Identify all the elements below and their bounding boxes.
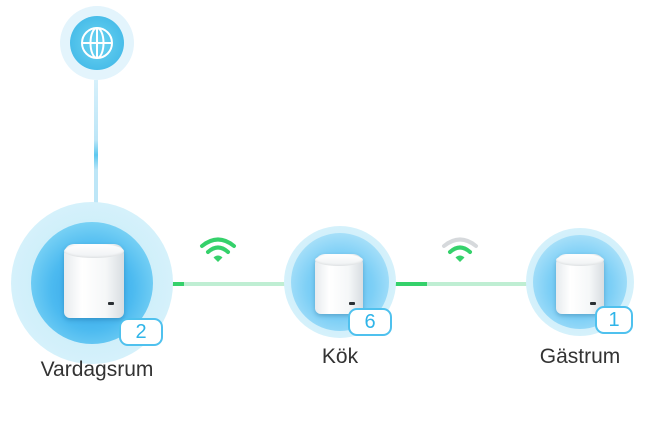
client-count-badge: 6 — [348, 308, 392, 336]
node-label: Kök — [321, 345, 359, 368]
node-label: Gästrum — [539, 345, 621, 368]
node-label: Vardagsrum — [40, 358, 154, 381]
deco-device-icon — [315, 254, 363, 314]
deco-device-icon — [556, 254, 604, 314]
link-line-1 — [162, 282, 290, 286]
internet-node[interactable] — [70, 16, 124, 70]
wifi-medium-icon — [442, 237, 478, 262]
link-line-2 — [393, 282, 533, 286]
wifi-strong-icon — [200, 237, 236, 262]
client-count-badge: 2 — [119, 318, 163, 346]
deco-device-icon — [64, 244, 124, 318]
uplink-line — [94, 80, 98, 230]
client-count-badge: 1 — [595, 306, 633, 334]
globe-icon — [81, 27, 113, 59]
